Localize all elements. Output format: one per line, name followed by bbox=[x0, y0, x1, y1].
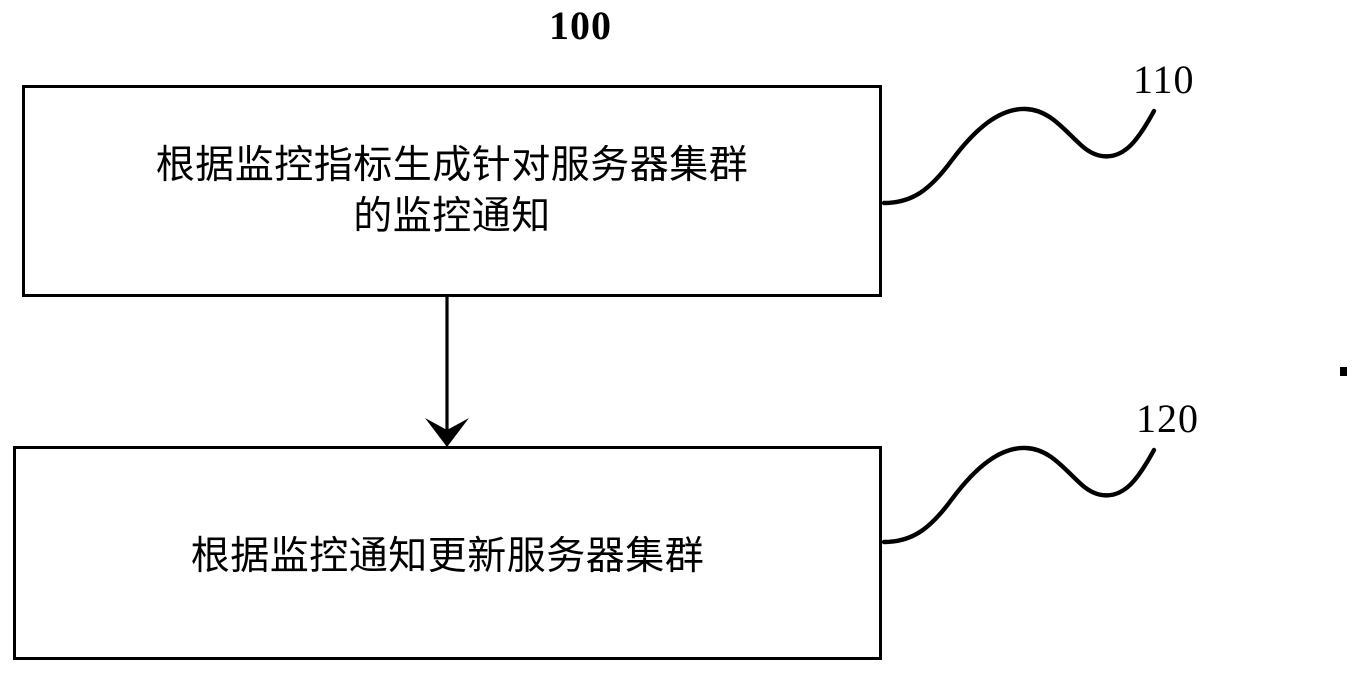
stray-mark bbox=[1340, 367, 1347, 376]
leader-line-120 bbox=[881, 445, 1157, 545]
connector-arrow-head bbox=[425, 418, 469, 447]
process-box-110: 根据监控指标生成针对服务器集群 的监控通知 bbox=[22, 85, 882, 297]
figure-number-label: 100 bbox=[549, 3, 612, 48]
leader-line-110 bbox=[881, 106, 1157, 206]
process-box-120-text: 根据监控通知更新服务器集群 bbox=[190, 534, 705, 580]
reference-numeral-120: 120 bbox=[1136, 396, 1199, 441]
process-box-110-text: 根据监控指标生成针对服务器集群 的监控通知 bbox=[155, 142, 749, 239]
process-box-120: 根据监控通知更新服务器集群 bbox=[13, 446, 882, 660]
reference-numeral-110: 110 bbox=[1133, 57, 1195, 102]
